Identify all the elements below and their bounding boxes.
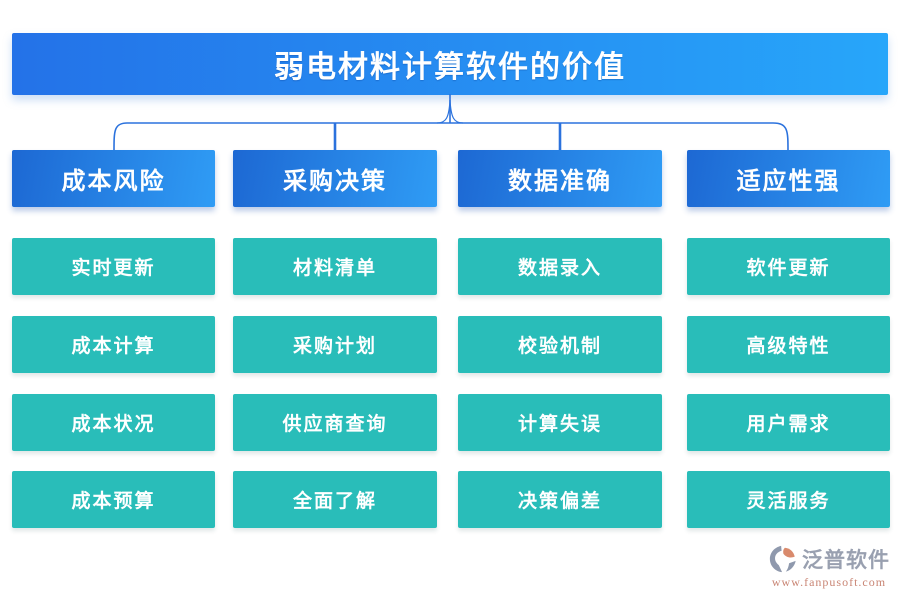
branch-item: 计算失误 xyxy=(458,394,662,451)
connector-lines xyxy=(113,94,789,152)
watermark-brand: 泛普软件 xyxy=(802,548,890,572)
page-title: 弱电材料计算软件的价值 xyxy=(274,51,626,84)
branch-column-adaptability: 适应性强 软件更新 高级特性 用户需求 灵活服务 xyxy=(687,150,890,530)
branch-item: 高级特性 xyxy=(687,316,890,373)
watermark: 泛普软件 www.fanpusoft.com xyxy=(768,544,890,590)
branch-item: 成本预算 xyxy=(12,471,215,528)
watermark-url: www.fanpusoft.com xyxy=(771,575,887,589)
title-banner: 弱电材料计算软件的价值 xyxy=(12,33,888,95)
fanpu-logo-icon xyxy=(769,545,796,573)
branch-item: 供应商查询 xyxy=(233,394,437,451)
branch-item: 全面了解 xyxy=(233,471,437,528)
connector-flare-right xyxy=(449,99,464,124)
branch-column-data-accuracy: 数据准确 数据录入 校验机制 计算失误 决策偏差 xyxy=(458,150,662,530)
branch-item: 软件更新 xyxy=(687,238,890,295)
branch-item: 校验机制 xyxy=(458,316,662,373)
branch-item: 决策偏差 xyxy=(458,471,662,528)
branch-item: 数据录入 xyxy=(458,238,662,295)
connector-flare-left xyxy=(436,99,451,124)
branch-item: 采购计划 xyxy=(233,316,437,373)
branch-item: 成本计算 xyxy=(12,316,215,373)
branch-item: 用户需求 xyxy=(687,394,890,451)
branch-header: 适应性强 xyxy=(687,150,890,207)
branch-column-cost-risk: 成本风险 实时更新 成本计算 成本状况 成本预算 xyxy=(12,150,215,530)
branch-header: 成本风险 xyxy=(12,150,215,207)
connector-rail xyxy=(113,122,789,152)
branch-header: 采购决策 xyxy=(233,150,437,207)
branch-item: 成本状况 xyxy=(12,394,215,451)
branch-item: 灵活服务 xyxy=(687,471,890,528)
branch-item: 材料清单 xyxy=(233,238,437,295)
branch-column-purchase-decision: 采购决策 材料清单 采购计划 供应商查询 全面了解 xyxy=(233,150,437,530)
branch-item: 实时更新 xyxy=(12,238,215,295)
branch-header: 数据准确 xyxy=(458,150,662,207)
